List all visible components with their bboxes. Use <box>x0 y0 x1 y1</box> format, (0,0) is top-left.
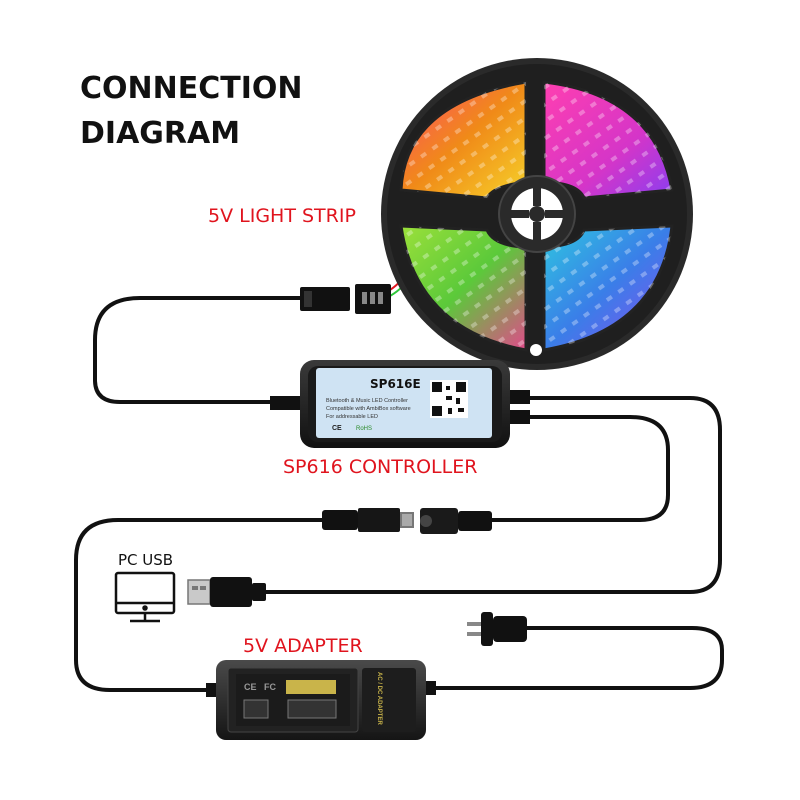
cable-controller-to-usb <box>260 396 722 594</box>
adapter-side-text: AC / DC ADAPTER <box>376 672 382 725</box>
power-adapter: CE FC AC / DC ADAPTER <box>206 660 436 740</box>
controller-mark-ce: CE <box>332 425 342 432</box>
reel-hole <box>530 344 542 356</box>
dc-socket <box>420 508 492 534</box>
label-light-strip: 5V LIGHT STRIP <box>208 205 356 227</box>
controller-mark-rohs: RoHS <box>356 426 372 432</box>
label-controller: SP616 CONTROLLER <box>283 456 477 478</box>
sp616-controller: SP616E Bluetooth & Music LED Controller … <box>270 360 530 448</box>
hub-spokes-icon <box>509 186 565 242</box>
eu-power-plug <box>467 612 527 646</box>
usb-plug <box>187 577 266 607</box>
led-strip-reel <box>381 58 693 370</box>
adapter-mark-ce: CE <box>244 682 257 692</box>
cable-dc-plug-to-adapter <box>74 518 324 692</box>
cable-adapter-to-mains <box>428 626 724 690</box>
cable-controller-to-dc-socket <box>490 415 670 522</box>
jst-connector <box>300 284 391 314</box>
controller-model: SP616E <box>370 377 421 391</box>
controller-line3: For addressable LED <box>326 414 378 420</box>
dc-barrel-plug <box>322 508 414 532</box>
cables <box>74 296 724 692</box>
title-line-2: DIAGRAM <box>80 116 240 151</box>
title-line-1: CONNECTION <box>80 71 302 106</box>
cable-strip-to-controller <box>93 296 302 404</box>
controller-line2: Compatible with AmbiBox software <box>326 406 411 412</box>
adapter-mark-fc: FC <box>264 682 276 692</box>
controller-subtitle: Bluetooth & Music LED Controller <box>326 398 408 404</box>
monitor-icon <box>114 571 176 623</box>
label-adapter: 5V ADAPTER <box>243 635 363 657</box>
qr-code-icon <box>430 380 468 418</box>
label-pc-usb: PC USB <box>118 551 173 569</box>
